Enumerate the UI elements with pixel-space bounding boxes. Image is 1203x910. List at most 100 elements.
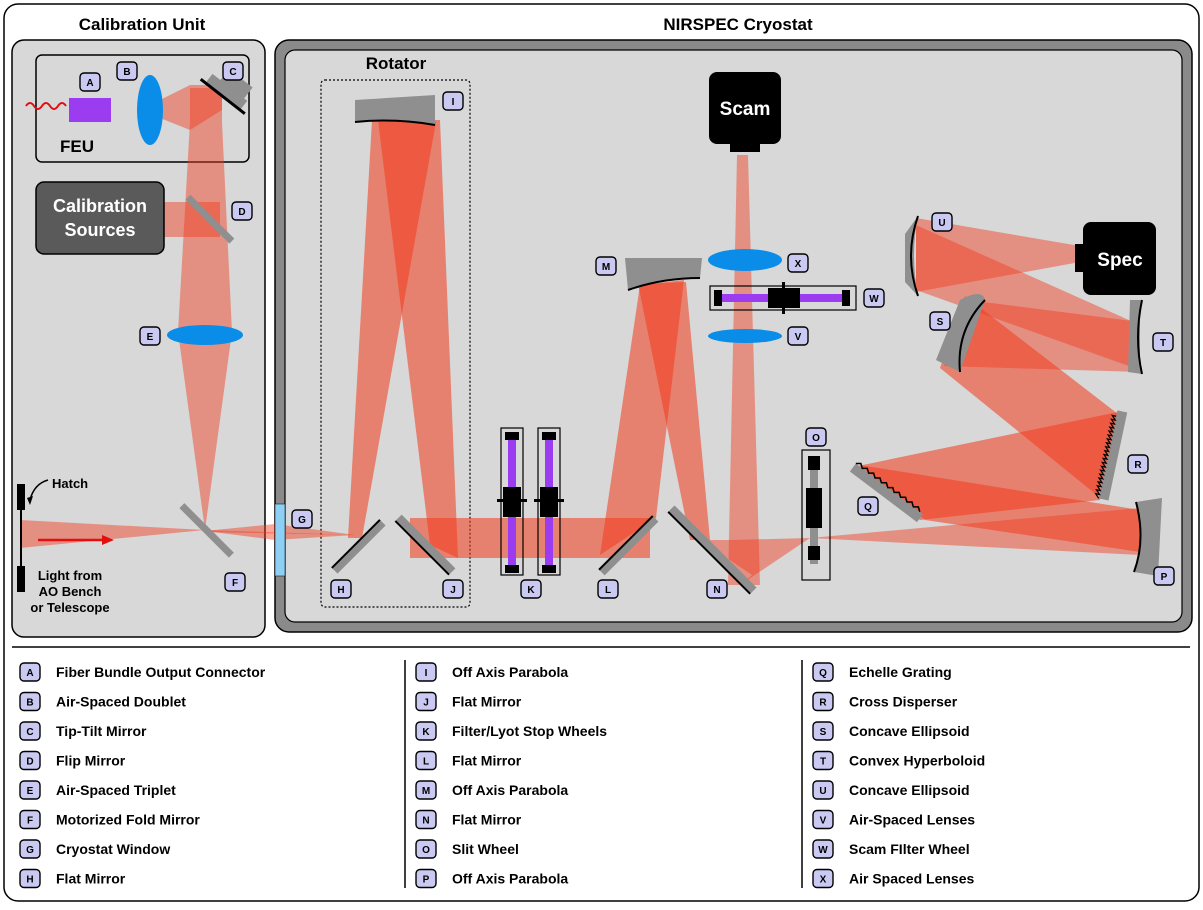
svg-text:V: V bbox=[795, 332, 802, 343]
legend-item-o: O Slit Wheel bbox=[415, 839, 519, 859]
legend-label: Cross Disperser bbox=[849, 694, 958, 710]
concave-ellipsoid-u bbox=[905, 215, 919, 297]
badge-i: I bbox=[442, 91, 464, 111]
legend-badge bbox=[812, 868, 834, 889]
legend-badge bbox=[19, 721, 41, 741]
legend-key: F bbox=[27, 816, 33, 827]
beam-paths bbox=[20, 85, 1140, 585]
legend-badge bbox=[19, 809, 41, 830]
legend-label: Concave Ellipsoid bbox=[849, 723, 970, 739]
legend-label: Off Axis Parabola bbox=[452, 782, 568, 798]
legend-badge bbox=[19, 868, 41, 889]
legend-label: Fiber Bundle Output Connector bbox=[56, 664, 266, 680]
legend-label: Off Axis Parabola bbox=[452, 871, 568, 887]
legend-label: Concave Ellipsoid bbox=[849, 782, 970, 798]
fiber-connector bbox=[69, 98, 111, 122]
badge-d: D bbox=[231, 201, 253, 221]
legend-label: Flat Mirror bbox=[452, 753, 522, 769]
scam-filter-wheel bbox=[709, 282, 857, 314]
legend-badge bbox=[812, 839, 834, 859]
legend-label: Flat Mirror bbox=[452, 812, 522, 828]
legend-label: Motorized Fold Mirror bbox=[56, 812, 200, 828]
badge-m: M bbox=[595, 256, 617, 276]
legend-label: Air-Spaced Lenses bbox=[849, 812, 975, 828]
legend-key: T bbox=[820, 757, 826, 768]
legend-label: Flat Mirror bbox=[56, 871, 126, 887]
scam-label: Scam bbox=[720, 99, 771, 120]
legend-key: U bbox=[819, 786, 826, 797]
legend-label: Slit Wheel bbox=[452, 841, 519, 857]
legend-key: O bbox=[422, 845, 430, 856]
svg-text:C: C bbox=[229, 67, 236, 78]
badge-v: V bbox=[787, 326, 809, 346]
legend-key: S bbox=[820, 727, 827, 738]
legend-badge bbox=[812, 750, 834, 771]
legend-label: Echelle Grating bbox=[849, 664, 952, 680]
badge-t: T bbox=[1152, 332, 1174, 352]
oap-m bbox=[625, 258, 702, 290]
feu-label: FEU bbox=[60, 137, 94, 156]
legend-item-r: R Cross Disperser bbox=[812, 691, 958, 712]
calibration-sources-line1: Calibration bbox=[53, 196, 147, 216]
legend-item-s: S Concave Ellipsoid bbox=[812, 721, 970, 741]
cross-disperser bbox=[1094, 410, 1128, 501]
filter-wheel-2 bbox=[534, 427, 564, 576]
legend-badge bbox=[812, 662, 834, 682]
badge-w: W bbox=[863, 288, 885, 308]
svg-text:O: O bbox=[812, 433, 820, 444]
svg-text:K: K bbox=[527, 585, 535, 596]
oap-m-surface bbox=[627, 277, 701, 291]
legend-badge bbox=[812, 809, 834, 830]
svg-text:F: F bbox=[232, 578, 238, 589]
badge-h: H bbox=[330, 579, 352, 599]
legend-key: A bbox=[26, 668, 33, 679]
legend-label: Off Axis Parabola bbox=[452, 664, 568, 680]
badge-e: E bbox=[139, 326, 161, 346]
legend-badge bbox=[812, 780, 834, 800]
calibration-sources-box bbox=[35, 181, 165, 255]
legend-key: C bbox=[26, 727, 33, 738]
hatch-bottom bbox=[17, 566, 25, 592]
badge-x: X bbox=[787, 253, 809, 273]
badge-c: C bbox=[222, 61, 244, 81]
cryostat-window bbox=[274, 503, 286, 577]
legend-key: R bbox=[819, 698, 827, 709]
badge-l: L bbox=[597, 579, 619, 599]
badge-s: S bbox=[929, 311, 951, 331]
light-from-line3: or Telescope bbox=[30, 600, 109, 615]
svg-text:J: J bbox=[450, 585, 456, 596]
echelle-grating bbox=[849, 462, 923, 523]
light-from-line1: Light from bbox=[38, 568, 102, 583]
legend-badge bbox=[812, 691, 834, 712]
legend-item-f: F Motorized Fold Mirror bbox=[19, 809, 200, 830]
filter-wheel-1 bbox=[497, 427, 527, 576]
svg-text:H: H bbox=[337, 585, 344, 596]
legend-key: D bbox=[26, 757, 33, 768]
svg-text:G: G bbox=[298, 515, 306, 526]
svg-text:A: A bbox=[86, 78, 93, 89]
svg-text:I: I bbox=[452, 97, 455, 108]
svg-text:P: P bbox=[1161, 572, 1168, 583]
legend-badge bbox=[812, 721, 834, 741]
hatch-label: Hatch bbox=[52, 476, 88, 491]
flat-mirror-n bbox=[667, 505, 757, 595]
legend-key: M bbox=[422, 786, 430, 797]
legend-item-m: M Off Axis Parabola bbox=[415, 780, 568, 800]
fiber-wave-icon bbox=[25, 102, 67, 110]
legend-key: N bbox=[422, 816, 429, 827]
legend-label: Scam FIlter Wheel bbox=[849, 841, 970, 857]
oap-p-surface bbox=[1133, 501, 1142, 573]
legend-badge bbox=[415, 780, 437, 800]
svg-text:W: W bbox=[869, 294, 879, 305]
